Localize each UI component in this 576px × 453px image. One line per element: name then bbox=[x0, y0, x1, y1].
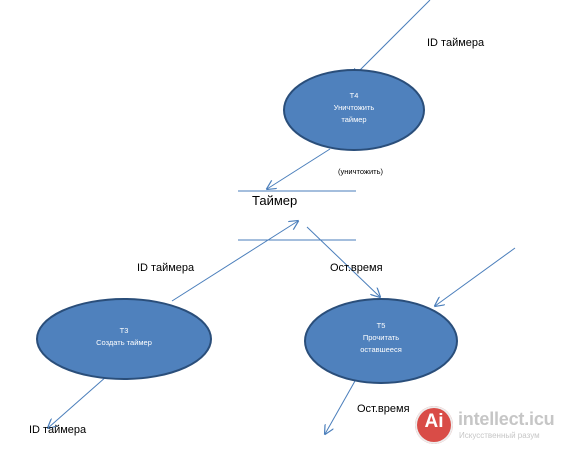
flow-in-to-t5 bbox=[435, 247, 516, 306]
watermark-logo-text: Ai bbox=[424, 411, 444, 432]
watermark-title: intellect.icu bbox=[458, 409, 555, 429]
process-t5-code: T5 bbox=[376, 321, 386, 330]
flow-t3-out bbox=[48, 375, 108, 428]
process-t4-label: T4 Уничтожить таймер bbox=[310, 90, 398, 126]
flow-label-remaining-bottom: Ост.время bbox=[357, 403, 410, 415]
flow-t3-to-timer bbox=[171, 221, 298, 302]
process-t4-code: T4 bbox=[349, 91, 359, 100]
process-t4-line2: таймер bbox=[341, 115, 367, 124]
watermark-logo-icon bbox=[415, 406, 453, 444]
flow-t4-to-timer bbox=[267, 148, 331, 189]
process-t3-code: T3 bbox=[119, 326, 129, 335]
flow-timer-to-t5 bbox=[306, 226, 380, 297]
flow-label-id-timer-bottom: ID таймера bbox=[29, 424, 87, 436]
process-t3-label: T3 Создать таймер bbox=[74, 325, 174, 349]
process-t5-line2: оставшееся bbox=[360, 345, 402, 354]
process-t5-shape[interactable] bbox=[304, 298, 458, 384]
watermark-subtitle: Искусственный разум bbox=[459, 431, 540, 440]
flow-label-destroy: (уничтожить) bbox=[338, 167, 383, 176]
flow-t5-out bbox=[325, 380, 356, 434]
process-t5-line1: Прочитать bbox=[362, 333, 400, 342]
process-t3-line1: Создать таймер bbox=[96, 338, 152, 347]
store-label: Таймер bbox=[252, 193, 298, 208]
watermark: Ai intellect.icu Искусственный разум bbox=[415, 406, 565, 446]
flow-label-remaining-mid: Ост.время bbox=[330, 262, 383, 274]
flow-label-id-timer-mid: ID таймера bbox=[137, 262, 195, 274]
flow-in-to-t4 bbox=[352, 0, 431, 78]
process-t5-label: T5 Прочитать оставшееся bbox=[336, 320, 426, 356]
flow-label-id-timer-top: ID таймера bbox=[427, 37, 485, 49]
process-t4-shape[interactable] bbox=[283, 69, 425, 151]
process-t4-line1: Уничтожить bbox=[333, 103, 375, 112]
process-t3-shape[interactable] bbox=[36, 298, 212, 380]
